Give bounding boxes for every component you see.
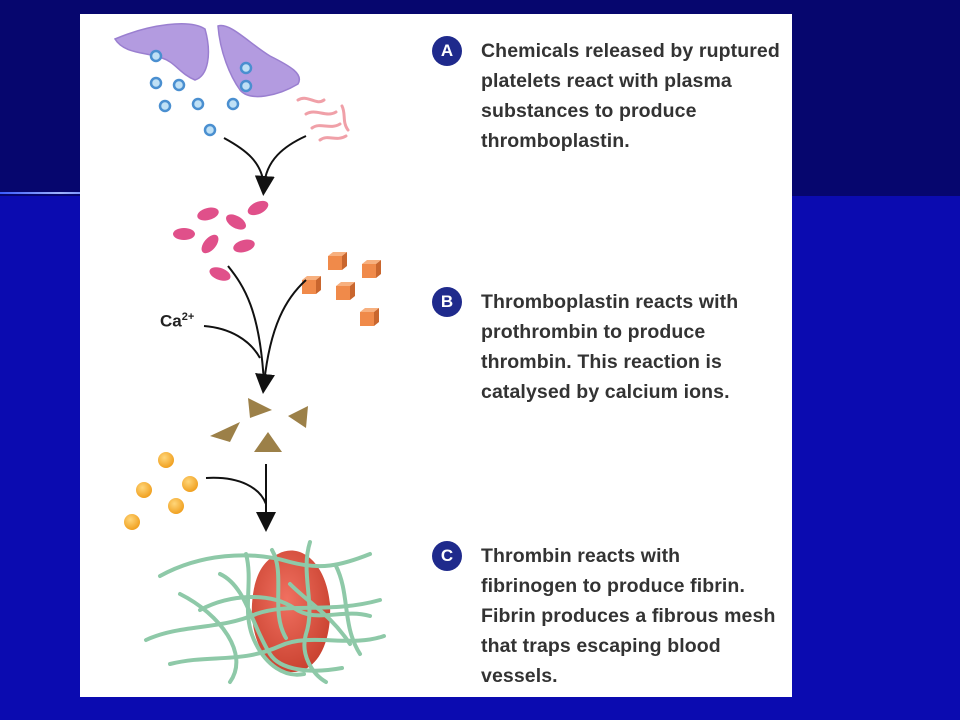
prothrombin (302, 252, 381, 326)
step-a-badge: A (432, 36, 462, 66)
step-c-text: Thrombin reacts with fibrinogen to produ… (481, 545, 776, 687)
thromboplastin (173, 200, 269, 281)
clotting-diagram (113, 23, 386, 684)
calcium-symbol: Ca (160, 311, 182, 331)
arrow-a (223, 135, 307, 196)
plasma-substances (296, 96, 350, 142)
arrow-b (203, 265, 307, 394)
diagram-panel: Ca2+ A Chemicals released by ruptured pl… (80, 14, 792, 697)
arrow-c (205, 464, 276, 532)
ruptured-platelets (113, 23, 301, 98)
step-b-badge: B (432, 287, 462, 317)
step-a-text: Chemicals released by ruptured platelets… (481, 40, 780, 152)
fibrin-mesh (144, 540, 386, 684)
calcium-label: Ca2+ (160, 311, 194, 332)
thrombin (210, 398, 308, 452)
chemical-dots (149, 49, 253, 137)
calcium-charge: 2+ (181, 311, 195, 323)
background-accent-line (0, 192, 120, 194)
fibrinogen (124, 452, 198, 530)
step-b-text: Thromboplastin reacts with prothrombin t… (481, 291, 739, 403)
step-c-badge: C (432, 541, 462, 571)
